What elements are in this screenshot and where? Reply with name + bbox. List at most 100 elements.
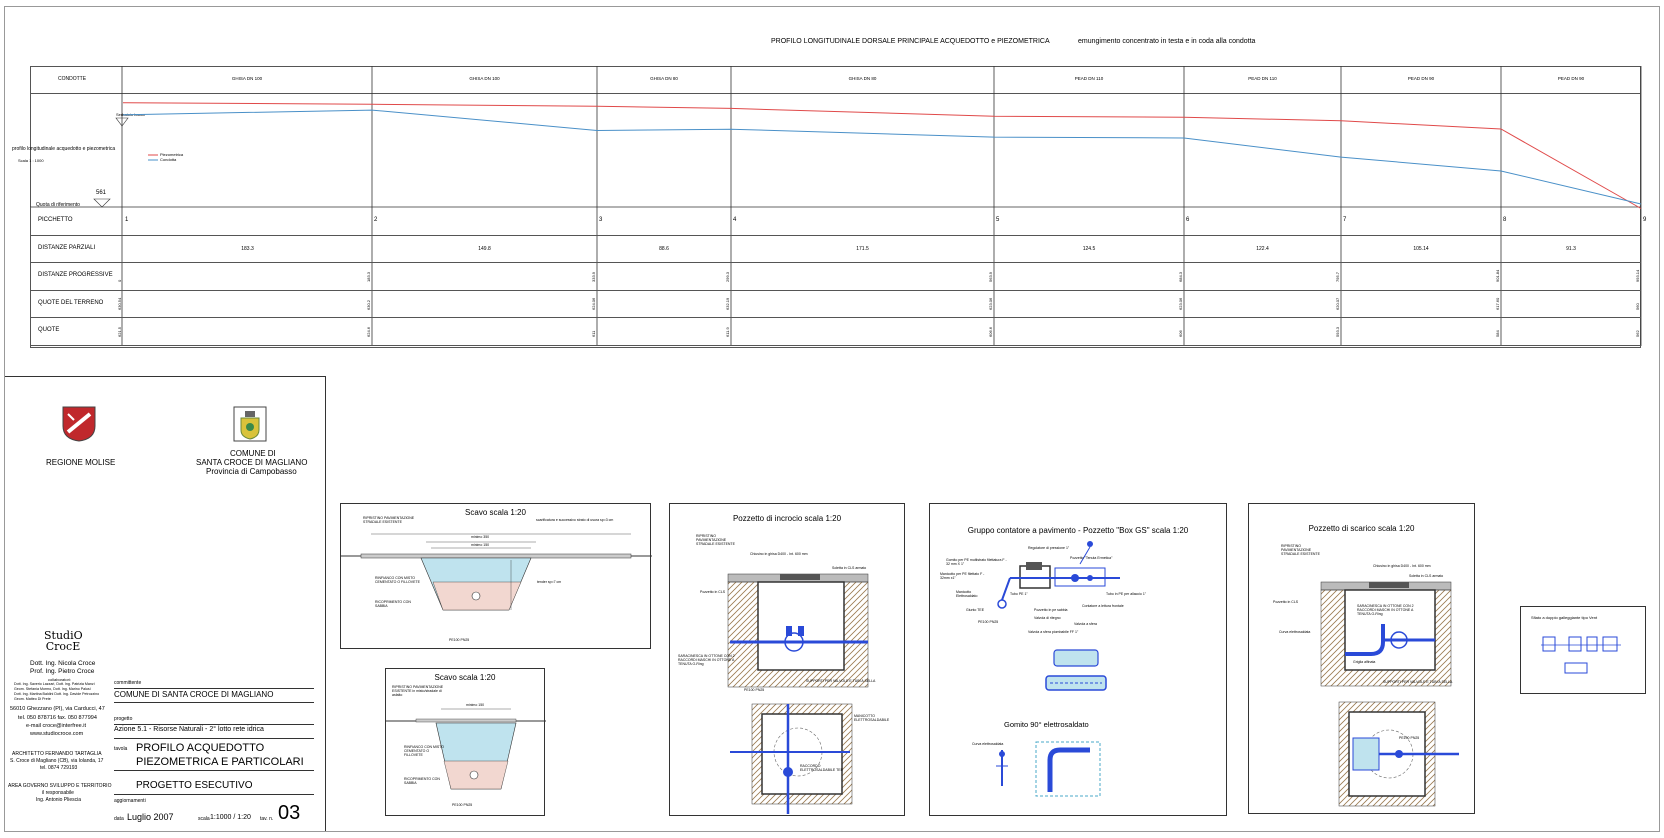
detail-pozzetto-incrocio: Pozzetto di incrocio scala 1:20 RIPRISTI…: [669, 503, 905, 816]
pozzetto-scarico-pe: PE100 PN25: [1399, 736, 1420, 740]
pozzetto-incrocio-supporti: SUPPORTI PER VALVOLE E TUBI A SELLA: [806, 679, 876, 683]
comune-line2: SANTA CROCE DI MAGLIANO: [196, 458, 308, 467]
progetto-value: Azione 5.1 - Risorse Naturali - 2° lotto…: [114, 726, 264, 733]
row-line-3: [30, 289, 1641, 291]
scavo-1-min350: minimo 350: [471, 535, 490, 539]
picchetto-7: 7: [1343, 217, 1347, 223]
pozzetto-incrocio-pe: PE100 PN25: [744, 688, 765, 692]
architect-tel: tel. 0874 729193: [40, 765, 78, 771]
detail-sfiato: Sfiato a doppio galleggiante tipo Vent: [1520, 606, 1646, 694]
gruppo-gomito-pe: Gomito per PE multistrato filettatura F …: [946, 558, 1007, 566]
scavo-1-title: Scavo scala 1:20: [465, 508, 526, 517]
regione-label: REGIONE MOLISE: [46, 458, 116, 467]
serbatoio-marker: [115, 117, 129, 127]
gomito-curva: Curva elettrosaldata: [972, 742, 1004, 746]
gruppo-pozzetto-pe: Pozzetto in pe sabbia: [1034, 608, 1068, 612]
pozzetto-incrocio-soletta: Soletta in CLS armato: [832, 566, 867, 570]
row-label-1: PICCHETTO: [38, 217, 73, 223]
scavo-1-ripristino: RIPRISTINO PAVIMENTAZIONE STRADALE ESIST…: [363, 516, 415, 524]
gomito-title: Gomito 90° elettrosaldato: [1004, 720, 1089, 729]
pozzetto-incrocio-saracinesca: SARACINESCA IN OTTONE CON 2 RACCORDI MAS…: [678, 654, 735, 666]
gruppo-pozzetto-tenuta: Pozzetto "Tenuta Ermetica": [1070, 556, 1113, 560]
profile-scale: Scala 1 : 1000: [18, 158, 44, 163]
row-label-5: QUOTE: [38, 327, 60, 334]
collaboratori-label: collaboratori:: [48, 677, 71, 682]
committente-label: committente: [114, 680, 142, 686]
gruppo-pe: PE100 PN25: [978, 620, 999, 624]
title-fields: committente COMUNE DI SANTA CROCE DI MAG…: [114, 676, 314, 826]
pipe-label-6: PEAD DN 110: [1248, 76, 1277, 81]
scavo-1-drawing: [341, 533, 652, 611]
picchetto-3: 3: [599, 217, 603, 223]
scavo-2-title: Scavo scala 1:20: [434, 673, 496, 682]
gruppo-manicotto-pe: Manicotto per PE filettato F - 32mm x1": [940, 572, 985, 580]
pozzetto-scarico-drawing: [1320, 581, 1459, 807]
picchetto-9: 9: [1643, 217, 1647, 223]
detail-gruppo-contatore: Gruppo contatore a pavimento - Pozzetto …: [929, 503, 1227, 816]
responsabile-label: il responsabile: [42, 790, 74, 796]
collaboratore-line-1: Dott. Ing. Saverio Lazzari, Dott. Ing. P…: [14, 682, 95, 686]
profile-left-label: profilo longitudinale acquedotto e piezo…: [12, 146, 116, 152]
responsabile-name: Ing. Antonio Pliescia: [36, 797, 82, 803]
profile-title: PROFILO LONGITUDINALE DORSALE PRINCIPALE…: [771, 38, 1050, 45]
gruppo-tubo-pe2: Tubo PE 1": [1010, 592, 1028, 596]
studio-tel: tel. 050 878716 fax. 050 877994: [18, 715, 97, 721]
profile-chart: [30, 66, 1642, 346]
detail-pozzetto-scarico: Pozzetto di scarico scala 1:20 RIPRISTIN…: [1248, 503, 1475, 814]
picchetto-2: 2: [374, 217, 378, 223]
row-label-4: QUOTE DEL TERRENO: [38, 299, 104, 306]
pipe-label-8: PEAD DN 90: [1557, 76, 1585, 81]
row-line-1: [30, 234, 1641, 236]
gruppo-giunto: Giunto TEE: [966, 608, 985, 612]
pozzetto-scarico-ripristino: RIPRISTINO PAVIMENTAZIONE STRADALE ESIST…: [1281, 544, 1320, 556]
quota-rif-marker: [93, 198, 111, 208]
area-label: AREA GOVERNO SVILUPPO E TERRITORIO: [8, 783, 112, 789]
pozzetto-incrocio-title: Pozzetto di incrocio scala 1:20: [732, 514, 842, 523]
engineer-2: Prof. Ing. Pietro Croce: [30, 668, 95, 675]
studio-address: 56010 Ghezzano (PI), via Carducci, 47: [10, 706, 105, 712]
scala-value: 1:1000 / 1:20: [210, 814, 251, 821]
distanza-parziale-3: 88.6: [659, 245, 669, 252]
scavo-1-tessuto: tender sp=7 cm: [537, 580, 562, 584]
pozzetto-scarico-cls: Pozzetto in CLS: [1273, 600, 1299, 604]
piezometrica-line: [122, 102, 1642, 209]
studio-web: www.studiocroce.com: [30, 731, 84, 737]
comune-line1: COMUNE DI: [230, 449, 276, 458]
profile-legend: [148, 154, 158, 161]
pipe-label-7: PEAD DN 90: [1407, 76, 1435, 81]
gruppo-valvola-ritegno: Valvola di ritegno: [1034, 616, 1061, 620]
studio-email: e-mail croce@interfree.it: [26, 723, 86, 729]
pozzetto-scarico-soletta: Soletta in CLS armato: [1409, 574, 1444, 578]
drawing-frame: [4, 6, 1660, 832]
scavo-1-scarificatura: scarificatura e successivo strato di usu…: [536, 518, 614, 522]
pipe-label-3: GHISA DN 80: [650, 76, 678, 81]
aggiornamenti-label: aggiornamenti: [114, 798, 146, 804]
scavo-2-drawing: [386, 708, 546, 790]
distanza-parziale-2: 149.8: [478, 245, 491, 252]
comune-logo: [233, 406, 267, 442]
distanza-parziale-6: 122.4: [1256, 245, 1269, 252]
pozzetto-incrocio-ripristino: RIPRISTINO PAVIMENTAZIONE STRADALE ESIST…: [696, 534, 735, 546]
condotta-line: [122, 109, 1642, 205]
collaboratore-line-2: Geom. Stefania Mormo, Dott. Ing. Marino …: [14, 687, 91, 691]
sfiato-title: Sfiato a doppio galleggiante tipo Vent: [1531, 615, 1598, 620]
scavo-1-min150: minimo 150: [471, 543, 490, 547]
row-line-4: [30, 317, 1641, 319]
scala-label: scala: [198, 816, 210, 822]
pozzetto-incrocio-manicotto: MANICOTTO ELETTROSALDABILE: [854, 714, 890, 722]
scavo-2-pe: PE100 PN25: [452, 803, 473, 807]
row-line-5: [30, 345, 1641, 346]
picchetto-1: 1: [125, 217, 129, 223]
data-label: data: [114, 816, 124, 822]
condotte-row: [30, 66, 1641, 94]
pozzetto-scarico-title: Pozzetto di scarico scala 1:20: [1308, 524, 1415, 533]
condotte-label: CONDOTTE: [58, 76, 87, 82]
distanza-parziale-8: 91.3: [1566, 245, 1576, 252]
progetto-label: progetto: [114, 716, 133, 722]
label-column-edge: [30, 207, 31, 345]
tavola-line2: PIEZOMETRICA E PARTICOLARI: [136, 756, 304, 768]
tav-label: tav. n.: [260, 816, 274, 822]
row-label-2: DISTANZE PARZIALI: [38, 244, 96, 251]
gruppo-valvola-piomb: Valvola a sfera piombabile FF 1": [1028, 630, 1079, 634]
picchetto-6: 6: [1186, 217, 1190, 223]
